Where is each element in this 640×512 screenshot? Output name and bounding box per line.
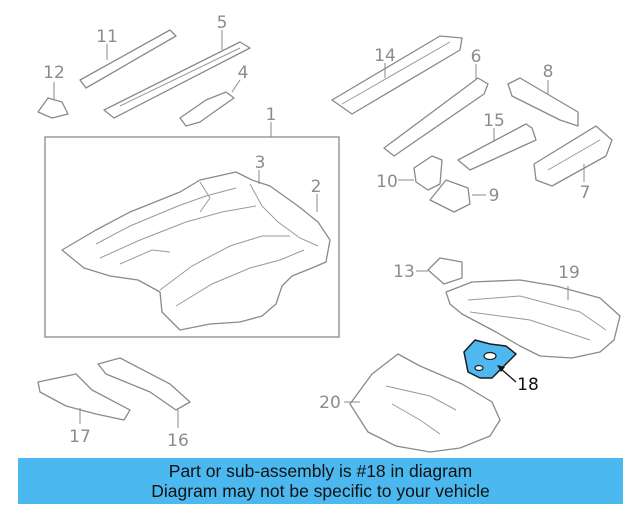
callout-18[interactable]: 18 — [517, 375, 539, 395]
bracket-part-4 — [179, 91, 235, 127]
callout-7: 7 — [580, 183, 591, 203]
callout-9: 9 — [489, 186, 500, 206]
rail-part-11 — [79, 29, 177, 89]
callout-11: 11 — [96, 27, 118, 47]
callout-5: 5 — [217, 13, 228, 33]
callout-17: 17 — [69, 427, 91, 447]
floor-pan-part-1 — [61, 171, 331, 331]
banner-line-1: Part or sub-assembly is #18 in diagram — [168, 461, 473, 481]
part-1-frame — [44, 136, 340, 338]
callout-16: 16 — [167, 431, 189, 451]
callout-15: 15 — [483, 111, 505, 131]
part-18-leader — [499, 367, 517, 383]
crossmember-part-17 — [37, 373, 131, 421]
callout-6: 6 — [471, 47, 482, 67]
bracket-part-10 — [413, 155, 443, 191]
info-banner: Part or sub-assembly is #18 in diagram D… — [18, 458, 623, 504]
bracket-part-13 — [427, 257, 463, 285]
undercover-part-19 — [445, 279, 621, 359]
highlighted-part-18[interactable] — [463, 339, 517, 379]
callout-1: 1 — [266, 105, 277, 125]
member-part-8 — [507, 77, 579, 127]
bracket-part-9 — [429, 179, 471, 213]
rail-part-14 — [331, 35, 463, 115]
callout-4: 4 — [238, 63, 249, 83]
callout-2: 2 — [311, 177, 322, 197]
callout-12: 12 — [43, 63, 65, 83]
bracket-part-12 — [37, 97, 69, 119]
member-part-6 — [383, 77, 489, 157]
undercover-part-20 — [349, 353, 501, 453]
banner-line-2: Diagram may not be specific to your vehi… — [151, 481, 490, 501]
callout-10: 10 — [376, 172, 398, 192]
crossmember-part-16 — [97, 357, 191, 411]
callout-8: 8 — [543, 62, 554, 82]
callout-19: 19 — [558, 263, 580, 283]
callout-3: 3 — [255, 153, 266, 173]
callout-14: 14 — [374, 46, 396, 66]
callout-13: 13 — [393, 262, 415, 282]
member-part-15 — [457, 123, 537, 171]
callout-20: 20 — [319, 393, 341, 413]
